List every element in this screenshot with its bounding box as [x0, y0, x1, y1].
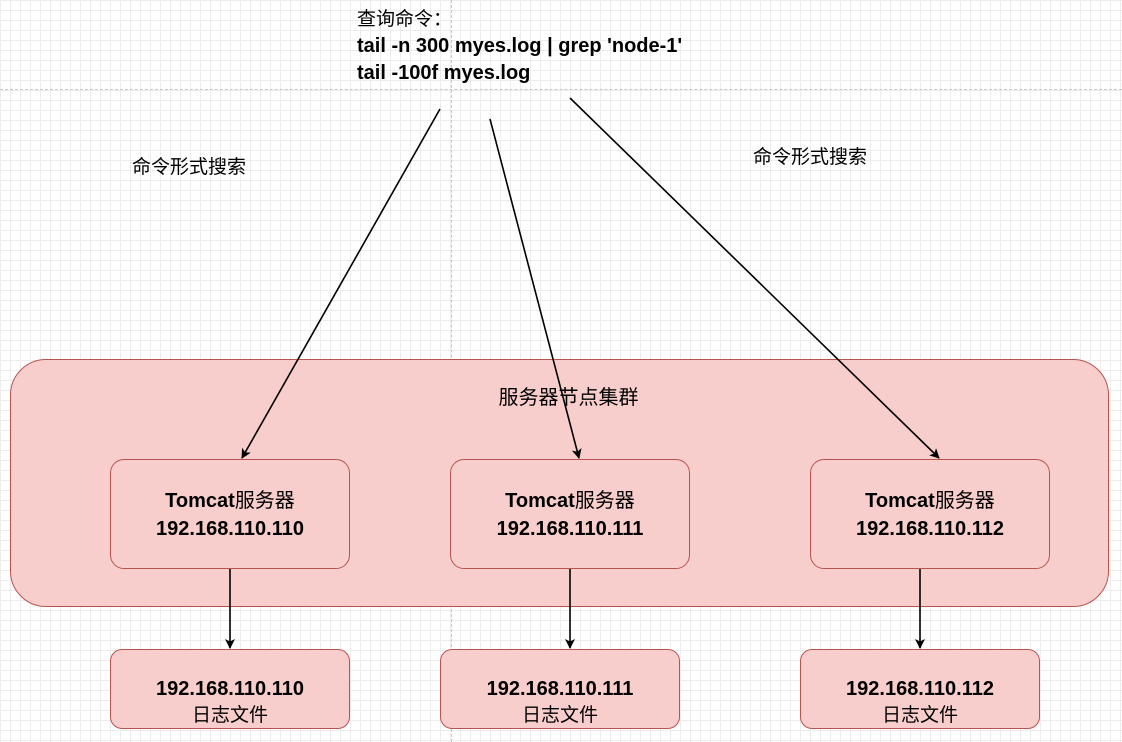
- command-heading: 查询命令：: [357, 8, 453, 30]
- label-command-search-right: 命令形式搜索: [753, 146, 868, 168]
- server-ip: 192.168.110.110: [156, 517, 304, 540]
- log-caption: 日志文件: [191, 704, 268, 726]
- guide-line-horizontal: [0, 89, 1122, 90]
- log-ip: 192.168.110.112: [846, 678, 994, 700]
- server-node-3[interactable]: Tomcat服务器 192.168.110.112: [810, 459, 1050, 569]
- arrow-command-to-server-3: [569, 97, 940, 459]
- log-file-2[interactable]: 192.168.110.111 日志文件: [440, 649, 680, 729]
- server-name: Tomcat: [165, 489, 235, 512]
- server-ip: 192.168.110.112: [856, 517, 1004, 540]
- server-suffix: 服务器: [934, 487, 995, 512]
- arrow-command-to-server-2: [489, 118, 582, 459]
- server-name: Tomcat: [865, 489, 935, 512]
- log-caption: 日志文件: [521, 704, 598, 726]
- server-suffix: 服务器: [574, 487, 635, 512]
- log-file-3[interactable]: 192.168.110.112 日志文件: [800, 649, 1040, 729]
- command-line-1: tail -n 300 myes.log | grep 'node-1': [357, 35, 683, 57]
- command-block: 查询命令： tail -n 300 myes.log | grep 'node-…: [357, 6, 682, 87]
- server-suffix: 服务器: [234, 487, 295, 512]
- log-caption: 日志文件: [881, 704, 958, 726]
- server-ip: 192.168.110.111: [496, 517, 644, 540]
- cluster-title: 服务器节点集群: [498, 385, 639, 409]
- arrow-command-to-server-1: [241, 108, 441, 459]
- command-line-2: tail -100f myes.log: [357, 62, 531, 84]
- server-node-2[interactable]: Tomcat服务器 192.168.110.111: [450, 459, 690, 569]
- log-ip: 192.168.110.111: [486, 678, 634, 700]
- log-ip: 192.168.110.110: [156, 678, 304, 700]
- server-name: Tomcat: [505, 489, 575, 512]
- log-file-1[interactable]: 192.168.110.110 日志文件: [110, 649, 350, 729]
- server-node-1[interactable]: Tomcat服务器 192.168.110.110: [110, 459, 350, 569]
- label-command-search-left: 命令形式搜索: [132, 156, 247, 178]
